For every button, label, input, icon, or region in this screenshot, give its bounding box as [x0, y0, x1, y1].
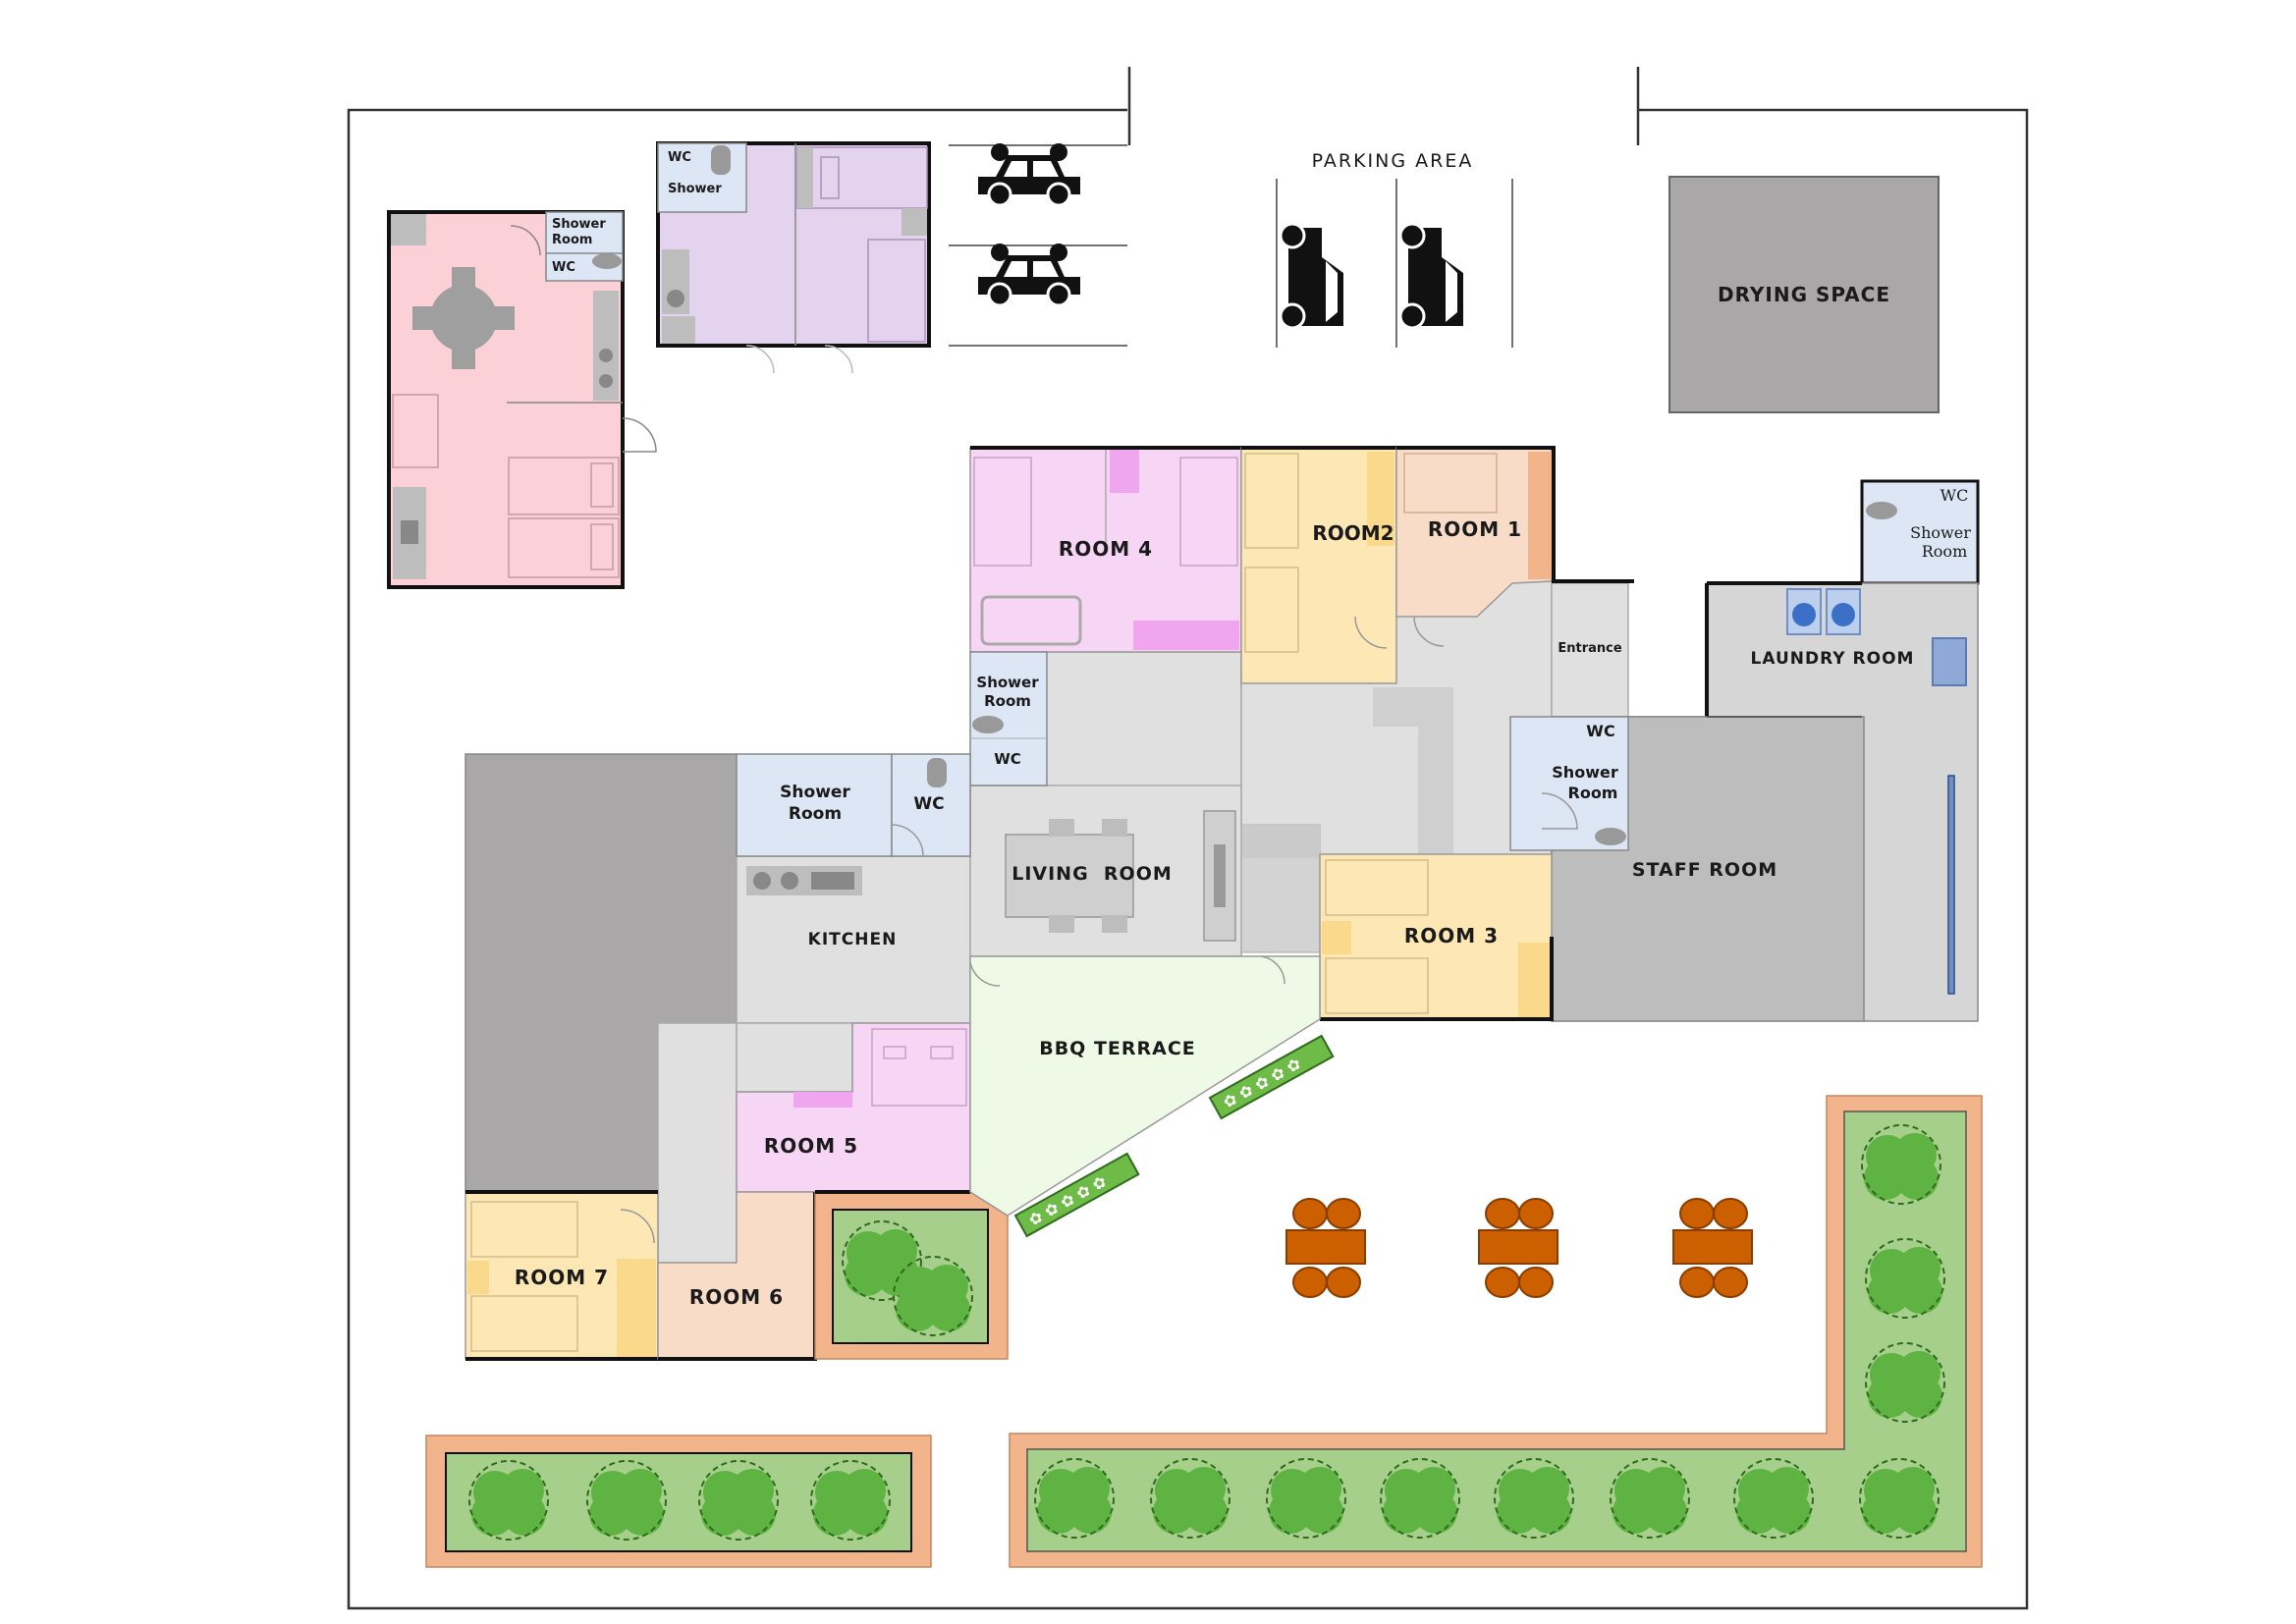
bath-left-wc-label: WC: [913, 794, 944, 814]
purple-annex-shower-label: Shower: [668, 182, 722, 196]
pink-annex: [387, 210, 657, 589]
purple-annex-wc-label: WC: [668, 150, 691, 165]
room-3-label: ROOM 3: [1404, 924, 1499, 947]
kitchen-label: KITCHEN: [808, 930, 898, 949]
outdoor-table: [1285, 1198, 1366, 1298]
parking-area: [949, 141, 1513, 348]
bath-left: [736, 753, 971, 857]
car-icon: [976, 242, 1082, 307]
room-5: [736, 1022, 971, 1193]
room-1-label: ROOM 1: [1428, 517, 1522, 541]
pink-annex-wc-label: WC: [552, 260, 575, 275]
living-room-furniture: [1005, 810, 1236, 942]
laundry-room-label: LAUNDRY ROOM: [1751, 649, 1915, 669]
room-7-label: ROOM 7: [515, 1266, 609, 1289]
courtyard-garden: [814, 1190, 1009, 1360]
bath-top-right-wc-label: WC: [1941, 486, 1969, 505]
bbq-terrace: ✿ ✿ ✿ ✿ ✿ ✿ ✿ ✿ ✿ ✿: [969, 955, 1335, 1238]
bath-middle-right-wc-label: WC: [1586, 722, 1614, 740]
bath-center: [969, 651, 1048, 786]
bath-top-right: [1860, 479, 1980, 585]
room-3: [1319, 853, 1554, 1021]
outdoor-table: [1478, 1198, 1558, 1298]
outdoor-table: [1672, 1198, 1753, 1298]
property-boundary: [347, 108, 2029, 1610]
drying-space: [1668, 176, 1940, 413]
car-icon: [1398, 222, 1465, 330]
garden-l-shaped: [1009, 1095, 1983, 1568]
drying-space-label: DRYING SPACE: [1718, 283, 1890, 306]
room-4: [969, 446, 1242, 653]
room-7: [465, 1190, 659, 1361]
staff-room-label: STAFF ROOM: [1632, 859, 1777, 881]
living-room-label: LIVING ROOM: [1011, 863, 1173, 885]
car-icon: [976, 141, 1082, 207]
room-6-label: ROOM 6: [689, 1285, 784, 1309]
car-icon: [1279, 222, 1345, 330]
parking-area-label: PARKING AREA: [1312, 150, 1474, 172]
room-2: [1240, 446, 1397, 684]
laundry-staff-wing: [1551, 581, 1979, 1022]
room-5-label: ROOM 5: [764, 1134, 858, 1158]
bath-center-wc-label: WC: [994, 750, 1021, 768]
bath-middle-right: [1509, 716, 1629, 851]
purple-annex: [656, 141, 931, 374]
room-4-label: ROOM 4: [1059, 537, 1153, 561]
kitchen: [746, 866, 862, 895]
room-1: [1395, 446, 1556, 647]
bbq-terrace-label: BBQ TERRACE: [1039, 1038, 1196, 1059]
garden-bottom-left: [425, 1435, 932, 1568]
entrance-label: Entrance: [1558, 641, 1621, 656]
room-2-label: ROOM2: [1312, 521, 1394, 545]
